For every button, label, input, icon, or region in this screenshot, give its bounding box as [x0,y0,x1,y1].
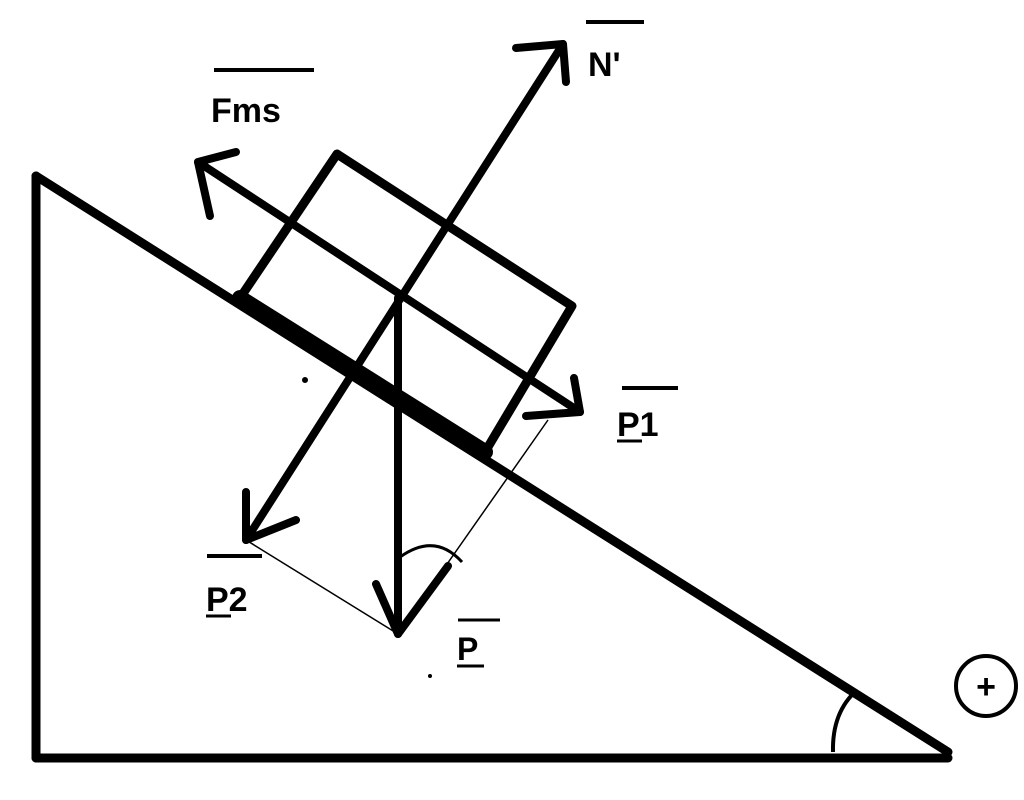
projection-line-p2 [245,539,399,635]
stray-dot [428,674,432,678]
plus-circle-icon [954,654,1018,718]
positive-direction-marker: + [954,654,1018,718]
stray-dot [302,377,308,383]
p1-label: P1 [617,406,659,444]
p2-arrowhead [242,488,300,544]
label-fms: Fms [211,68,314,130]
label-p: P [457,618,500,668]
incline-angle-arc [830,688,859,753]
friction-axis-line [194,158,584,416]
label-p1: P1 [617,386,678,444]
label-n-prime: N' [586,20,644,84]
weight-angle-arc [399,544,464,564]
block-contact-edge [232,290,493,460]
n-prime-label: N' [588,46,621,84]
label-p2: P2 [206,554,262,619]
inclined-plane [31,171,953,763]
normal-axis-line [242,40,567,544]
fms-label: Fms [211,92,281,130]
force-vectors [194,40,584,638]
block [232,149,577,460]
p1-arrowhead [522,374,584,420]
p-label: P [457,631,478,667]
n-prime-arrowhead [512,40,570,86]
weight-arrowhead [372,562,452,638]
p2-label: P2 [206,581,248,619]
fms-arrowhead [194,148,240,220]
plane-slope [31,171,953,757]
plus-sign: + [976,668,996,706]
